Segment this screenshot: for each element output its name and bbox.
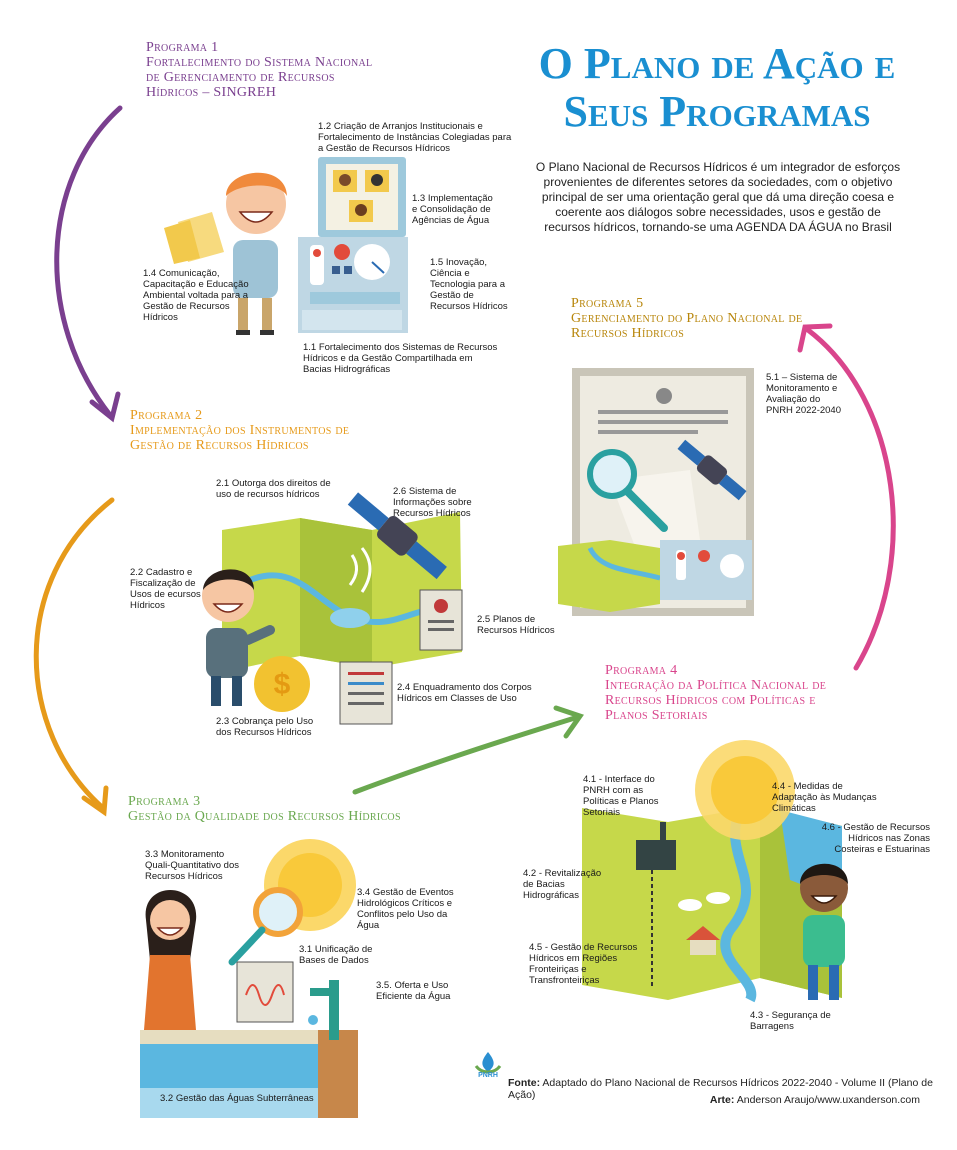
item-1-4: 1.4 Comunicação, Capacitação e Educação …	[143, 268, 249, 323]
item-4-6: 4.6 - Gestão de Recursos Hídricos nas Zo…	[821, 822, 930, 855]
svg-text:$: $	[274, 668, 291, 701]
item-1-1: 1.1 Fortalecimento dos Sistemas de Recur…	[303, 342, 498, 375]
arrow-p3-to-p4	[352, 714, 581, 795]
program4-heading: Programa 4	[605, 663, 678, 678]
item-1-3: 1.3 Implementação e Consolidação de Agên…	[412, 193, 493, 226]
program1-heading-block: Programa 1 Fortalecimento do Sistema Nac…	[146, 40, 376, 100]
program3-illustration	[140, 839, 358, 1118]
program1-title: Fortalecimento do Sistema Nacional de Ge…	[146, 55, 373, 100]
page-title: O Plano de Ação e Seus Programas	[538, 39, 896, 136]
program2-heading-block: Programa 2 Implementação dos Instrumento…	[130, 408, 390, 453]
program1-illustration	[164, 157, 408, 335]
item-3-5: 3.5. Oferta e Uso Eficiente da Água	[376, 980, 451, 1002]
program5-heading: Programa 5	[571, 296, 644, 311]
program3-heading: Programa 3	[128, 794, 201, 809]
program2-title: Implementação dos Instrumentos de Gestão…	[130, 423, 350, 453]
logo-text: PNRH	[478, 1072, 498, 1079]
source-label: Fonte:	[508, 1077, 541, 1089]
credit-label: Arte:	[709, 1094, 735, 1106]
program1-heading: Programa 1	[146, 40, 219, 55]
item-4-5: 4.5 - Gestão de Recursos Hídricos em Reg…	[529, 942, 638, 986]
item-4-2: 4.2 - Revitalização de Bacias Hidrográfi…	[523, 868, 602, 901]
program2-illustration: $	[202, 492, 463, 725]
item-3-3: 3.3 Monitoramento Quali-Quantitativo dos…	[145, 849, 239, 882]
arrow-p3-to-p4-head	[553, 705, 584, 739]
item-4-1: 4.1 - Interface do PNRH com as Políticas…	[583, 774, 659, 818]
program4-heading-block: Programa 4 Integração da Política Nacion…	[605, 663, 830, 723]
arrow-p1-to-p2-head	[89, 391, 121, 423]
credit-text: Anderson Araujo/www.uxanderson.com	[734, 1094, 920, 1106]
item-2-5: 2.5 Planos de Recursos Hídricos	[477, 614, 555, 636]
item-3-2: 3.2 Gestão das Águas Subterrâneas	[160, 1093, 314, 1104]
item-2-6: 2.6 Sistema de Informações sobre Recurso…	[393, 486, 472, 519]
item-1-2: 1.2 Criação de Arranjos Institucionais e…	[318, 121, 512, 154]
item-2-3: 2.3 Cobrança pelo Uso dos Recursos Hídri…	[216, 716, 314, 738]
intro-paragraph: O Plano Nacional de Recursos Hídricos é …	[535, 160, 901, 234]
program4-illustration	[582, 740, 848, 1003]
item-3-1: 3.1 Unificação de Bases de Dados	[299, 944, 373, 966]
program5-illustration	[558, 368, 754, 616]
item-1-5: 1.5 Inovação, Ciência e Tecnologia para …	[430, 257, 508, 312]
item-3-4: 3.4 Gestão de Eventos Hidrológicos Críti…	[357, 887, 454, 931]
arrow-p1-to-p2	[54, 105, 123, 418]
arrow-p2-to-p3	[33, 497, 115, 811]
item-2-2: 2.2 Cadastro e Fiscalização de Usos de e…	[130, 567, 201, 611]
program5-heading-block: Programa 5 Gerenciamento do Plano Nacion…	[571, 296, 811, 341]
arrow-p4-to-p5	[805, 327, 896, 671]
program4-title: Integração da Política Nacional de Recur…	[605, 678, 827, 723]
program3-heading-block: Programa 3 Gestão da Qualidade dos Recur…	[128, 794, 428, 824]
item-2-4: 2.4 Enquadramento dos Corpos Hídricos em…	[397, 682, 532, 704]
program5-title: Gerenciamento do Plano Nacional de Recur…	[571, 311, 803, 341]
credit-line: Arte: Anderson Araujo/www.uxanderson.com	[710, 1094, 920, 1106]
source-line: Fonte: Adaptado do Plano Nacional de Rec…	[508, 1077, 957, 1101]
program3-title: Gestão da Qualidade dos Recursos Hídrico…	[128, 809, 401, 824]
arrow-p2-to-p3-head	[81, 785, 109, 817]
item-4-3: 4.3 - Segurança de Barragens	[750, 1010, 831, 1032]
item-4-4: 4.4 - Medidas de Adaptação às Mudanças C…	[772, 781, 877, 814]
source-text: Adaptado do Plano Nacional de Recursos H…	[508, 1077, 933, 1101]
item-5-1: 5.1 – Sistema de Monitoramento e Avaliaç…	[766, 372, 841, 416]
pnrh-logo	[474, 1052, 502, 1074]
arrow-p4-to-p5-head	[797, 323, 833, 353]
program2-heading: Programa 2	[130, 408, 203, 423]
item-2-1: 2.1 Outorga dos direitos de uso de recur…	[216, 478, 331, 500]
